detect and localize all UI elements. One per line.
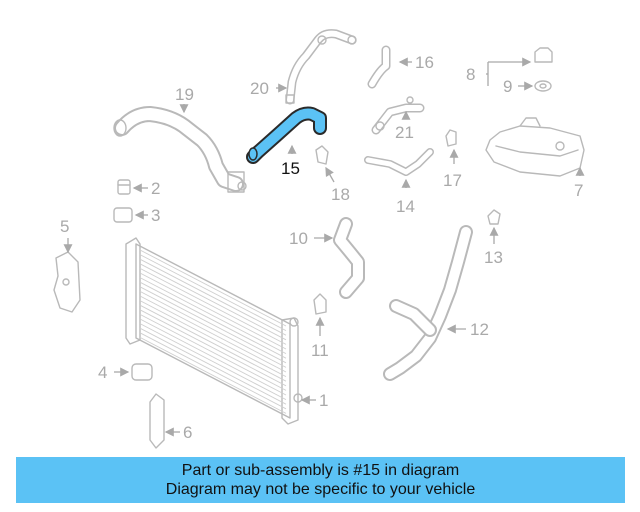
radiator-fin	[139, 304, 287, 382]
radiator-fins	[139, 249, 287, 414]
callout-21: 21	[395, 123, 414, 142]
part-17-bracket	[445, 129, 457, 147]
part-10-hose	[333, 217, 365, 299]
radiator-fin	[139, 277, 287, 354]
callout-16: 16	[415, 53, 434, 72]
callout-8: 8	[466, 65, 475, 84]
callout-15: 15	[281, 159, 300, 178]
callout-17: 17	[443, 171, 462, 190]
radiator-fin	[139, 291, 287, 368]
radiator-fin	[139, 258, 287, 336]
part-13-bracket	[487, 209, 501, 225]
part-20-coolant-pipe	[285, 29, 357, 105]
radiator-fin	[139, 309, 287, 387]
radiator-fin	[139, 263, 287, 341]
radiator-fin	[139, 327, 287, 405]
banner-line-2: Diagram may not be specific to your vehi…	[165, 481, 476, 498]
callout-1: 1	[319, 391, 328, 410]
callout-14: 14	[396, 197, 415, 216]
part-16-small-hose	[367, 45, 391, 89]
radiator-fin	[139, 323, 287, 400]
callout-18: 18	[331, 185, 350, 204]
info-banner: Part or sub-assembly is #15 in diagram D…	[16, 457, 625, 503]
part-1-radiator	[125, 237, 303, 425]
callout-11: 11	[311, 341, 329, 360]
radiator-fin	[139, 337, 287, 414]
part-5-bracket	[53, 251, 81, 313]
radiator-fin	[139, 268, 287, 345]
callout-7: 7	[574, 181, 583, 200]
callout-6: 6	[183, 423, 192, 442]
part-14-pipe	[364, 148, 434, 176]
part-8-cap	[534, 47, 553, 63]
radiator-fin	[139, 318, 287, 396]
part-15-coolant-hose	[246, 106, 327, 164]
radiator-fin	[139, 300, 287, 377]
radiator-fin	[139, 286, 287, 364]
banner-line-1: Part or sub-assembly is #15 in diagram	[181, 462, 460, 479]
callout-13: 13	[484, 248, 503, 267]
highlighted-hose	[248, 108, 325, 162]
part-4-mount	[131, 363, 153, 381]
radiator-fin	[139, 249, 287, 327]
callout-9: 9	[503, 77, 512, 96]
part-21-hose	[371, 96, 425, 135]
part-19-hose	[113, 106, 247, 193]
part-6-bracket	[149, 393, 165, 449]
part-11-clamp	[313, 293, 327, 315]
part-9-seal	[534, 80, 552, 92]
radiator-fin	[139, 314, 287, 391]
radiator-fin	[139, 281, 287, 359]
callout-5: 5	[60, 217, 69, 236]
part-12-hose	[383, 225, 473, 381]
callout-10: 10	[289, 229, 308, 248]
callout-4: 4	[98, 363, 107, 382]
part-3-mount	[113, 207, 133, 223]
part-18-sensor	[315, 145, 329, 165]
part-2-plug	[117, 179, 131, 195]
part-7-expansion-tank	[485, 117, 585, 177]
callout-labels: 20 15 19 16 21 8 9 7 17 14 18 2 3 10 13 …	[60, 53, 583, 442]
radiator-fin	[139, 254, 287, 331]
radiator-fin	[139, 272, 287, 350]
callout-20: 20	[250, 79, 269, 98]
radiator-fin	[139, 295, 287, 373]
callout-arrows	[63, 57, 585, 437]
callout-2: 2	[151, 179, 160, 198]
callout-12: 12	[470, 320, 489, 339]
callout-3: 3	[151, 206, 160, 225]
callout-19: 19	[175, 85, 194, 104]
parts-diagram: 20 15 19 16 21 8 9 7 17 14 18 2 3 10 13 …	[53, 29, 585, 449]
radiator-fin	[139, 332, 287, 410]
